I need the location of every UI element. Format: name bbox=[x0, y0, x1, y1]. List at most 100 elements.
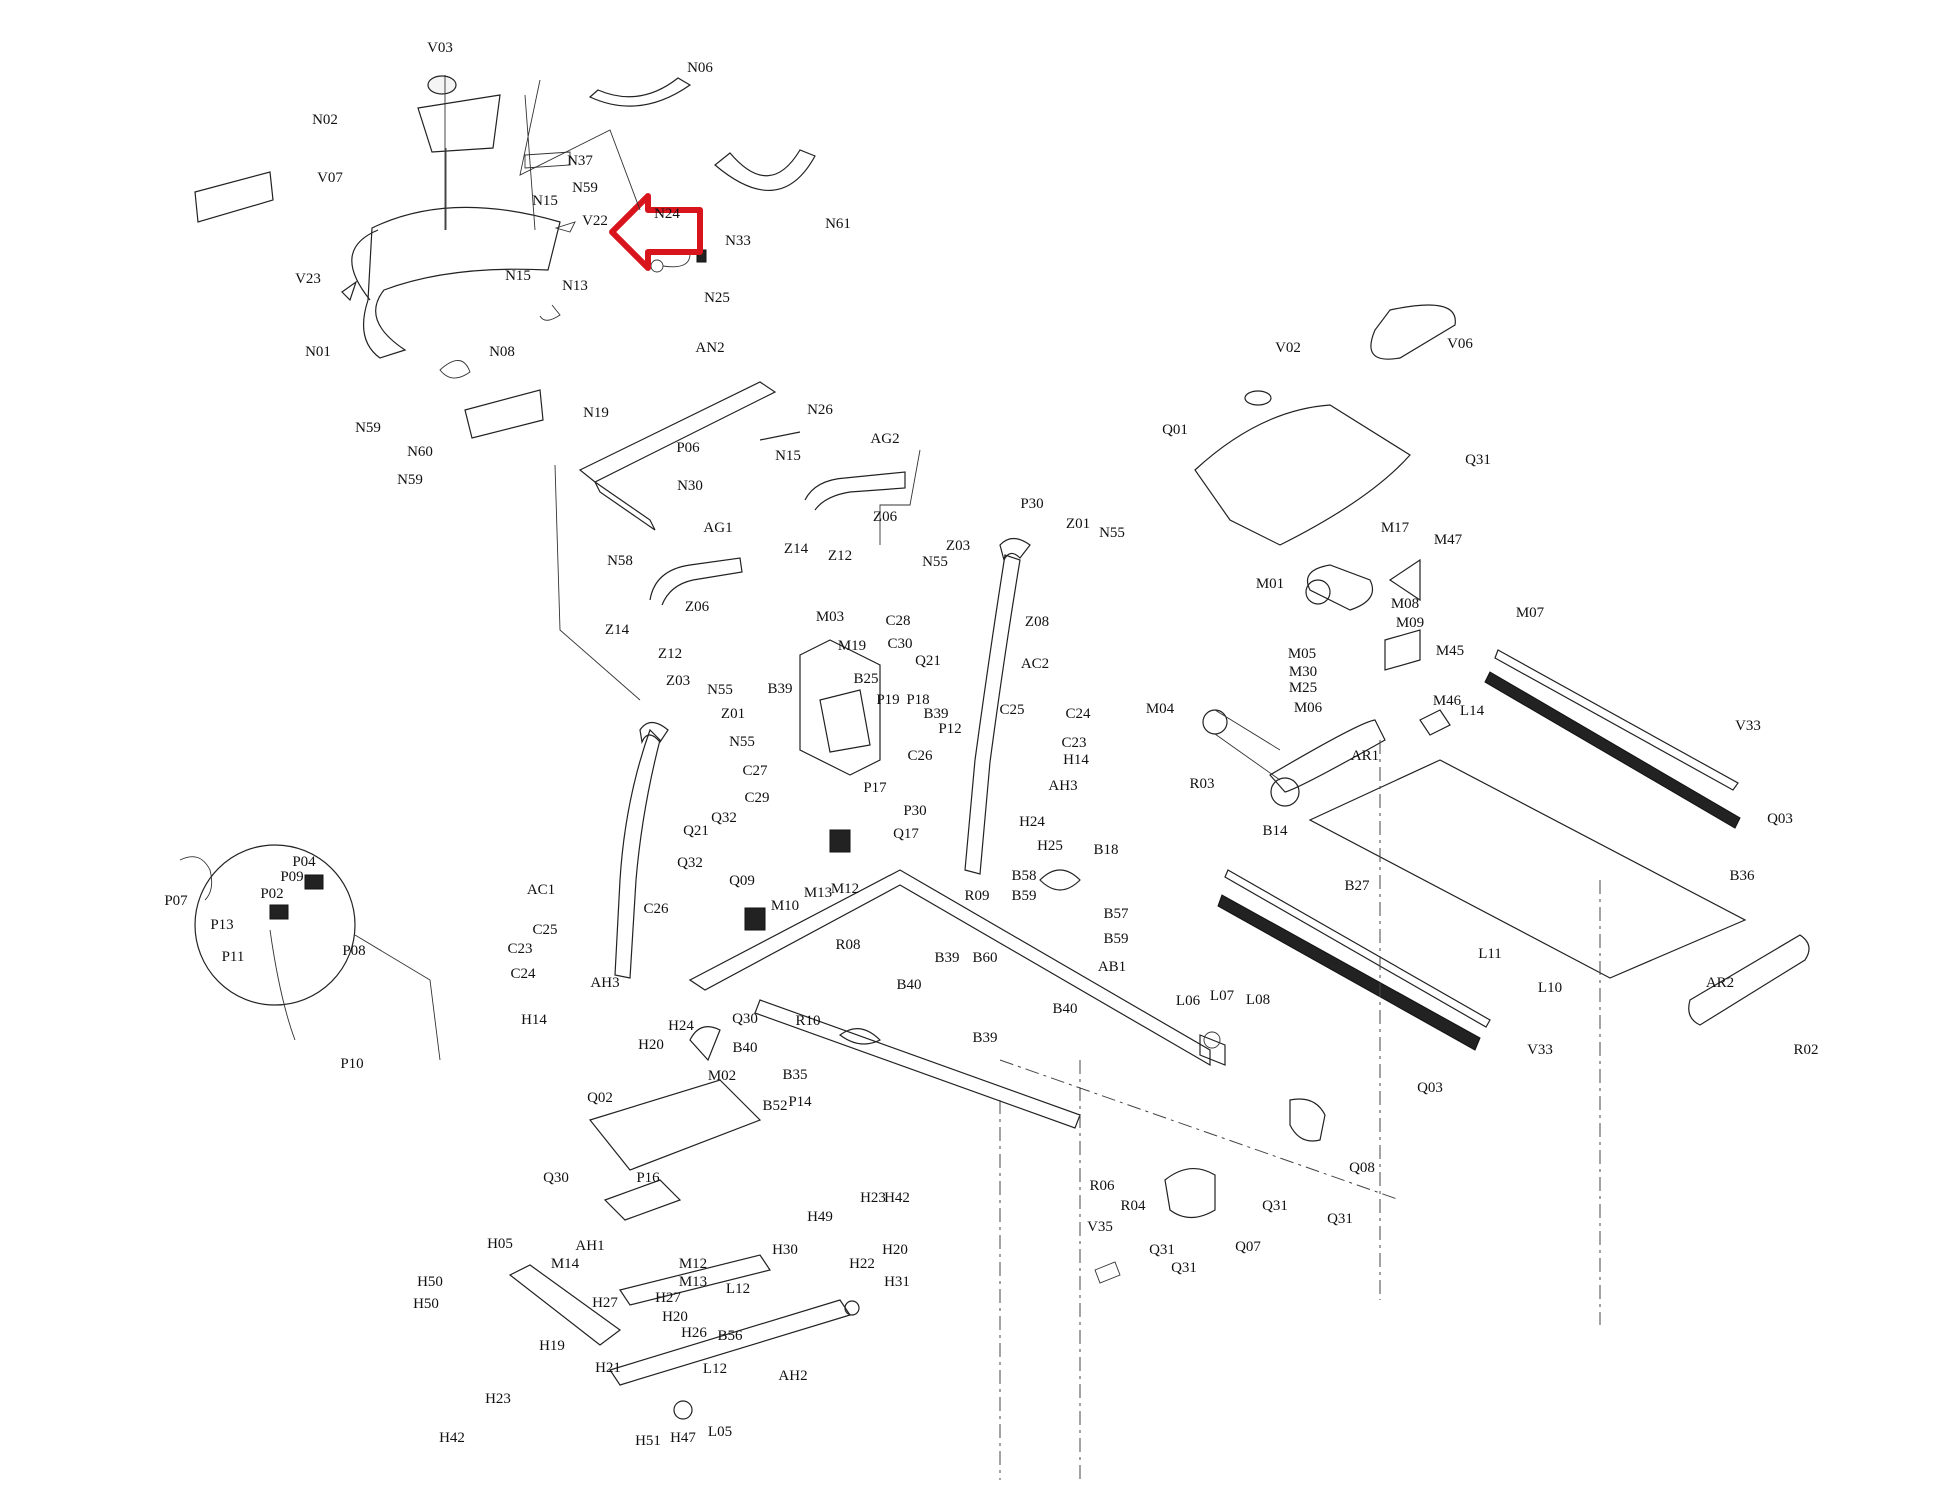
part-label-b60: B60 bbox=[972, 950, 997, 966]
bracket-h05 bbox=[508, 1264, 622, 1346]
leader-lines bbox=[519, 79, 921, 701]
part-label-n15: N15 bbox=[505, 268, 531, 284]
part-label-m12: M12 bbox=[831, 881, 859, 897]
part-label-v23: V23 bbox=[295, 271, 321, 287]
part-label-q32: Q32 bbox=[711, 810, 737, 826]
upper-frame bbox=[578, 381, 906, 606]
motor-cover-q01 bbox=[1194, 404, 1411, 546]
part-label-c30: C30 bbox=[887, 636, 912, 652]
part-label-z06: Z06 bbox=[873, 509, 898, 525]
knob-v03 bbox=[427, 75, 457, 95]
switch-p02 bbox=[269, 904, 289, 920]
part-label-ac2: AC2 bbox=[1021, 656, 1049, 672]
part-label-b35: B35 bbox=[782, 1067, 807, 1083]
part-label-b56: B56 bbox=[717, 1328, 743, 1344]
part-label-p06: P06 bbox=[676, 440, 700, 456]
part-label-p18: P18 bbox=[906, 692, 929, 708]
part-label-z03: Z03 bbox=[666, 673, 690, 689]
deck-section bbox=[1217, 649, 1810, 1051]
part-label-v02: V02 bbox=[1275, 340, 1301, 356]
part-label-m03: M03 bbox=[816, 609, 844, 625]
part-label-b59: B59 bbox=[1103, 931, 1128, 947]
rear-covers bbox=[1094, 1098, 1326, 1284]
part-label-c24: C24 bbox=[1065, 706, 1091, 722]
part-label-p02: P02 bbox=[260, 886, 283, 902]
tray-v06 bbox=[1370, 304, 1456, 360]
part-label-n33: N33 bbox=[725, 233, 751, 249]
part-label-v06: V06 bbox=[1447, 336, 1473, 352]
part-label-m47: M47 bbox=[1434, 532, 1463, 548]
uprights bbox=[614, 537, 1031, 979]
detail-circle bbox=[194, 844, 356, 1006]
base-frame bbox=[688, 869, 1226, 1129]
console-leaders bbox=[444, 75, 447, 230]
pulley-m04 bbox=[1202, 709, 1228, 735]
part-label-p09: P09 bbox=[280, 869, 303, 885]
part-label-q03: Q03 bbox=[1767, 811, 1793, 827]
label-b14 bbox=[1419, 709, 1451, 736]
part-label-h50: H50 bbox=[413, 1296, 439, 1312]
display-cover-n02 bbox=[417, 94, 501, 153]
console-edge bbox=[351, 229, 379, 301]
center-bracket bbox=[744, 639, 881, 931]
cap-ac1 bbox=[639, 721, 669, 745]
part-label-n08: N08 bbox=[489, 344, 515, 360]
part-label-h42: H42 bbox=[439, 1430, 465, 1446]
bracket-l06 bbox=[1199, 1034, 1226, 1066]
wheel-l07 bbox=[1203, 1031, 1221, 1049]
part-label-h27: H27 bbox=[592, 1295, 618, 1311]
part-label-h26: H26 bbox=[681, 1325, 707, 1341]
part-label-v33: V33 bbox=[1527, 1042, 1553, 1058]
part-label-b39: B39 bbox=[767, 681, 792, 697]
belt-r03 bbox=[1214, 709, 1281, 781]
part-label-n30: N30 bbox=[677, 478, 703, 494]
part-label-r02: R02 bbox=[1793, 1042, 1818, 1058]
part-label-q17: Q17 bbox=[893, 826, 919, 842]
part-label-h25: H25 bbox=[1037, 838, 1063, 854]
part-label-v33: V33 bbox=[1735, 718, 1761, 734]
part-label-m05: M05 bbox=[1288, 646, 1316, 662]
part-label-h14: H14 bbox=[1063, 752, 1089, 768]
motor-end bbox=[1305, 579, 1331, 605]
pad-b18 bbox=[1039, 869, 1081, 891]
part-label-z08: Z08 bbox=[1025, 614, 1049, 630]
part-label-ah3: AH3 bbox=[1048, 778, 1077, 794]
part-label-z06: Z06 bbox=[685, 599, 710, 615]
part-label-h49: H49 bbox=[807, 1209, 833, 1225]
bracket-q30 bbox=[603, 1179, 682, 1221]
part-label-m08: M08 bbox=[1391, 596, 1419, 612]
part-label-n55: N55 bbox=[1099, 525, 1125, 541]
part-label-n55: N55 bbox=[729, 734, 755, 750]
part-label-v03: V03 bbox=[427, 40, 453, 56]
endcap-q08 bbox=[1289, 1098, 1326, 1142]
part-label-m04: M04 bbox=[1146, 701, 1175, 717]
part-label-m19: M19 bbox=[838, 638, 866, 654]
roller-ar2 bbox=[1688, 934, 1810, 1026]
part-label-n06: N06 bbox=[687, 60, 713, 76]
part-label-p07: P07 bbox=[164, 893, 188, 909]
part-label-r04: R04 bbox=[1120, 1198, 1146, 1214]
part-label-p13: P13 bbox=[210, 917, 233, 933]
part-label-c23: C23 bbox=[1061, 735, 1086, 751]
part-label-c23: C23 bbox=[507, 941, 532, 957]
lift-frame bbox=[508, 1026, 860, 1420]
part-label-h50: H50 bbox=[417, 1274, 443, 1290]
dashed-guides bbox=[999, 740, 1601, 1480]
part-label-h20: H20 bbox=[882, 1242, 908, 1258]
part-label-h51: H51 bbox=[635, 1433, 661, 1449]
part-label-ah1: AH1 bbox=[575, 1238, 604, 1254]
part-label-m10: M10 bbox=[771, 898, 799, 914]
highlight-arrow bbox=[609, 193, 703, 271]
frame-an2-lower bbox=[594, 481, 656, 531]
part-label-n60: N60 bbox=[407, 444, 433, 460]
part-label-r08: R08 bbox=[835, 937, 860, 953]
roller-ar1 bbox=[1269, 719, 1386, 793]
part-label-p12: P12 bbox=[938, 721, 961, 737]
part-label-m14: M14 bbox=[551, 1256, 580, 1272]
endcap-q07 bbox=[1164, 1168, 1216, 1219]
part-label-b52: B52 bbox=[762, 1098, 787, 1114]
motor-section bbox=[1194, 304, 1456, 781]
part-label-p08: P08 bbox=[342, 943, 365, 959]
plate-b25 bbox=[819, 689, 871, 753]
